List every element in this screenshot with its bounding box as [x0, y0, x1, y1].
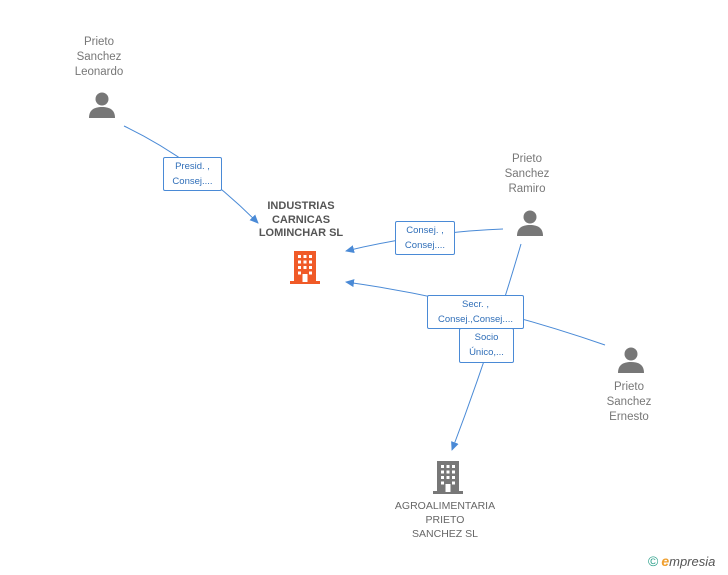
role-box-leonardo[interactable]: Presid. , Consej.... [163, 157, 222, 191]
role-line: Presid. , [175, 161, 210, 172]
person-label-line: Leonardo [74, 66, 124, 78]
role-box-ernesto[interactable]: Secr. , Consej.,Consej.... [427, 295, 524, 329]
role-line: Consej.... [404, 240, 446, 251]
role-box-agroalimentaria[interactable]: Socio Único,... [459, 328, 514, 363]
role-line: Consej.,Consej.... [438, 314, 513, 325]
brand-rest: mpresia [669, 554, 716, 569]
role-line: Secr. , [462, 299, 489, 310]
copyright-icon: © [648, 553, 659, 569]
role-line: Socio [474, 332, 499, 343]
role-line: Consej. , [406, 225, 444, 236]
company-label-line: SANCHEZ SL [412, 528, 478, 540]
company-label-line: CARNICAS [271, 213, 331, 226]
person-label-ramiro[interactable]: Prieto Sanchez Ramiro [486, 152, 568, 197]
building-icon[interactable] [432, 460, 464, 494]
person-label-line: Ernesto [609, 411, 649, 423]
person-label-ernesto[interactable]: Prieto Sanchez Ernesto [588, 380, 670, 425]
person-label-line: Prieto [613, 381, 645, 393]
role-line: Único,... [469, 347, 504, 358]
person-label-line: Ramiro [508, 183, 546, 195]
company-label-line: PRIETO [425, 514, 465, 526]
person-icon[interactable] [515, 208, 545, 238]
role-box-ramiro[interactable]: Consej. , Consej.... [395, 221, 455, 255]
company-label-agroalimentaria[interactable]: AGROALIMENTARIA PRIETO SANCHEZ SL [380, 499, 510, 541]
company-label-line: AGROALIMENTARIA [394, 500, 496, 512]
person-label-line: Sanchez [504, 168, 550, 180]
role-line: Consej.... [172, 176, 213, 187]
brand-e: e [661, 553, 670, 569]
person-label-line: Sanchez [76, 51, 122, 63]
brand-logo[interactable]: ©empresia [648, 553, 715, 573]
person-label-line: Prieto [83, 36, 115, 48]
person-icon[interactable] [87, 90, 117, 120]
person-label-line: Sanchez [606, 396, 652, 408]
company-label-lominchar[interactable]: INDUSTRIAS CARNICAS LOMINCHAR SL [245, 200, 357, 241]
person-label-line: Prieto [511, 153, 543, 165]
person-label-leonardo[interactable]: Prieto Sanchez Leonardo [58, 35, 140, 80]
company-label-line: INDUSTRIAS [267, 200, 335, 212]
company-label-line: LOMINCHAR SL [258, 227, 344, 239]
building-icon[interactable] [289, 250, 321, 284]
person-icon[interactable] [616, 345, 646, 375]
